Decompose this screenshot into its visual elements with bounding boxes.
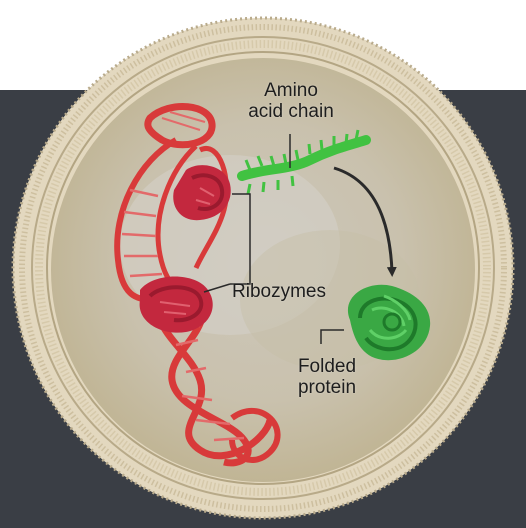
folded-label-line2: protein [284, 377, 370, 398]
folded-protein-label: Folded protein [284, 356, 370, 398]
ribozymes-label: Ribozymes [232, 281, 326, 302]
amino-label-line1: Amino [226, 80, 356, 101]
amino-label-line2: acid chain [226, 101, 356, 122]
amino-acid-chain-label: Amino acid chain [226, 80, 356, 122]
ribozyme-lower [140, 277, 213, 333]
folded-label-line1: Folded [284, 356, 370, 377]
